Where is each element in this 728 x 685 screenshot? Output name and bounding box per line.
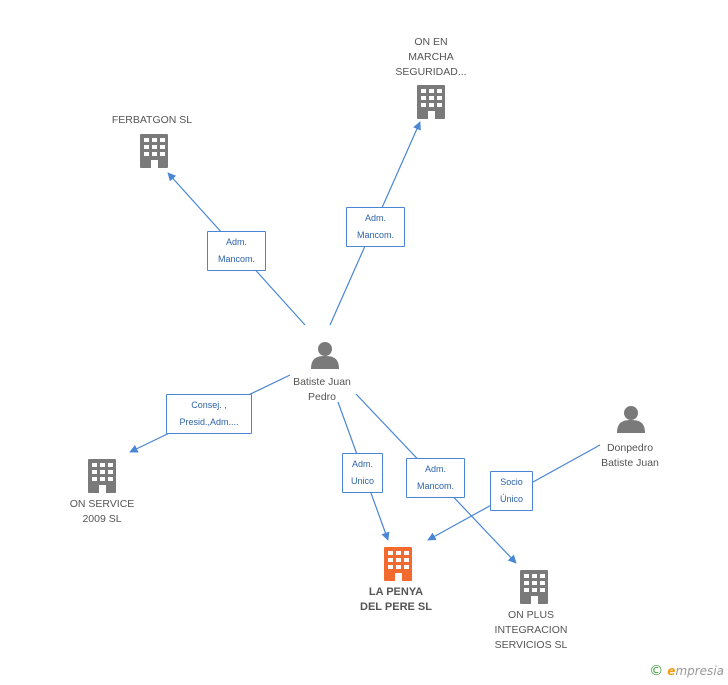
copyright-symbol: © [649,663,664,679]
person-icon[interactable] [311,342,339,369]
node-ferbatgon-label[interactable]: FERBATGON SL [111,114,193,126]
edge-label-to-on-en-marcha: Adm. Mancom. [346,207,405,247]
building-icon[interactable] [384,547,412,581]
empresia-footer: ©empresia [649,663,724,679]
building-icon[interactable] [88,459,116,493]
brand-name: mpresia [675,664,724,678]
building-icon[interactable] [417,85,445,119]
building-icon[interactable] [520,570,548,604]
node-donpedro-label[interactable]: Donpedro Batiste Juan [601,442,659,469]
node-on-service-label[interactable]: ON SERVICE 2009 SL [69,498,135,525]
node-la-penya-label[interactable]: LA PENYA DEL PERE SL [360,586,432,613]
node-on-en-marcha-label[interactable]: ON EN MARCHA SEGURIDAD... [395,36,467,78]
edge-label-to-on-plus: Adm. Mancom. [406,458,465,498]
person-icon[interactable] [617,406,645,433]
brand-e: e [667,664,676,678]
edge-label-to-ferbatgon: Adm. Mancom. [207,231,266,271]
edge-label-to-la-penya: Adm. Unico [342,453,383,493]
edge-label-donpedro-to-la-penya: Socio Único [490,471,533,511]
node-on-plus-label[interactable]: ON PLUS INTEGRACION SERVICIOS SL [494,609,568,651]
edge-label-to-on-service: Consej. , Presid.,Adm.... [166,394,252,434]
building-icon[interactable] [140,134,168,168]
node-batiste-juan-label[interactable]: Batiste Juan Pedro [293,376,351,403]
